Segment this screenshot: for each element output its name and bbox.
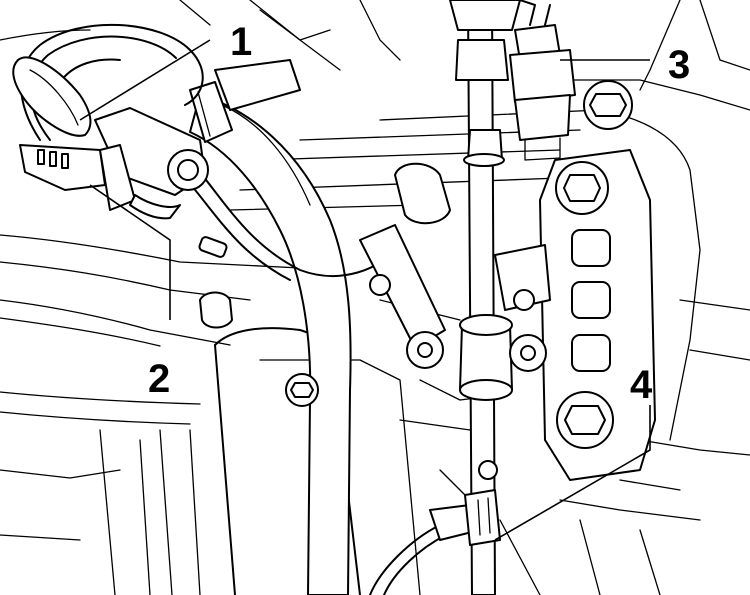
connector-plug	[509, 0, 576, 161]
callout-1: 1	[230, 20, 252, 64]
callout-3: 3	[668, 43, 690, 87]
leader-lines	[79, 39, 651, 541]
mounting-bracket	[539, 80, 656, 481]
block-bolts	[199, 291, 319, 407]
lower-sensor-connector	[369, 460, 501, 595]
leader-line-2	[89, 184, 171, 320]
coolant-hose	[189, 59, 352, 595]
sensor-bracket	[19, 107, 209, 220]
callout-2: 2	[148, 357, 170, 401]
linkage-arm	[359, 162, 551, 372]
leader-line-4	[494, 405, 651, 541]
leader-line-1	[79, 39, 211, 121]
vacuum-pipe	[449, 0, 521, 595]
callout-4: 4	[630, 363, 653, 407]
